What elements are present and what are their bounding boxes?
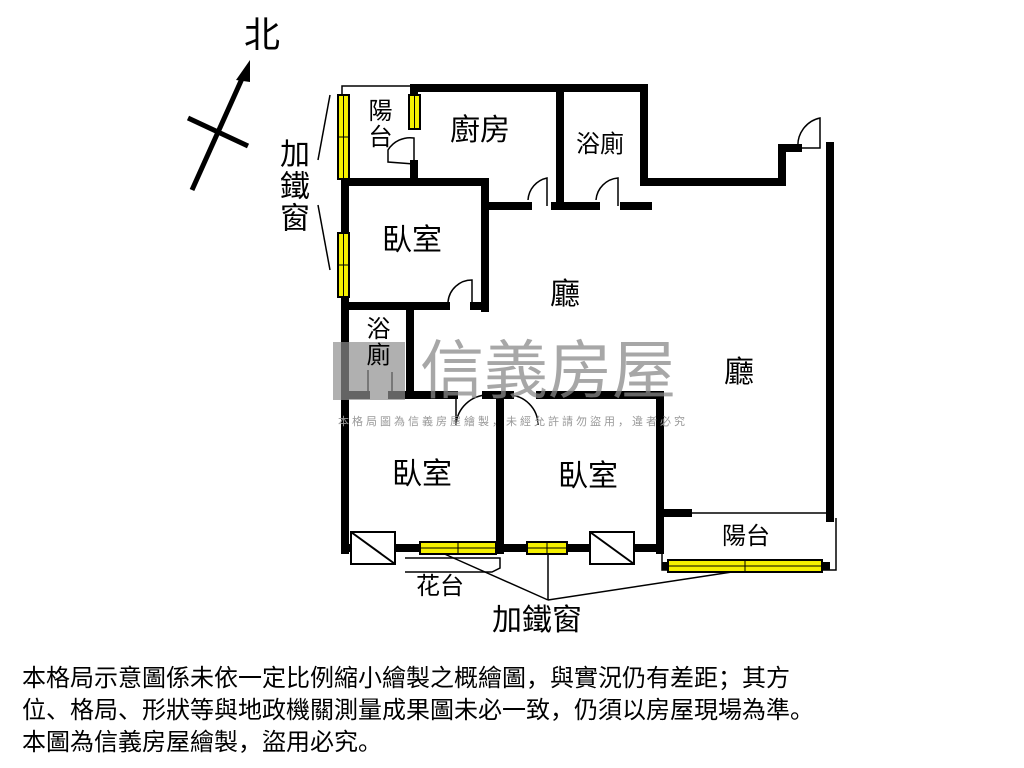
room-bath-top: 浴廁 <box>576 130 624 158</box>
room-kitchen: 廚房 <box>450 113 510 148</box>
ac-units <box>350 531 635 565</box>
north-label: 北 <box>244 15 281 56</box>
watermark-logo <box>333 342 405 400</box>
room-living-upper: 廳 <box>550 277 580 312</box>
disclaimer: 本格局示意圖係未依一定比例縮小繪製之概繪圖，與實況仍有差距；其方 位、格局、形狀… <box>22 662 1012 758</box>
disclaimer-line: 位、格局、形狀等與地政機關測量成果圖未必一致，仍須以房屋現場為準。 <box>22 696 814 724</box>
room-balcony-bottom: 陽台 <box>722 522 770 550</box>
compass-arrow-icon <box>186 60 250 192</box>
room-bedroom-top: 臥室 <box>382 223 442 258</box>
disclaimer-line: 本圖為信義房屋繪製，盜用必究。 <box>22 728 382 756</box>
iron-window-bottom-label: 加鐵窗 <box>492 603 582 638</box>
disclaimer-line: 本格局示意圖係未依一定比例縮小繪製之概繪圖，與實況仍有差距；其方 <box>22 664 790 692</box>
watermark-brand: 信義房屋 <box>420 335 676 409</box>
room-bath-left: 浴廁 <box>362 316 390 368</box>
watermark-notice: 本格局圖為信義房屋繪製，未經允許請勿盜用，違者必究 <box>338 415 688 428</box>
iron-windows <box>337 94 823 573</box>
planter-label: 花台 <box>416 572 464 600</box>
room-balcony-small: 陽台 <box>364 98 392 150</box>
room-bedroom-bottom-right: 臥室 <box>558 459 618 494</box>
walls <box>341 84 834 570</box>
room-bedroom-bottom-left: 臥室 <box>392 457 452 492</box>
iron-window-left-label: 加鐵窗 <box>274 138 309 234</box>
room-living-right: 廳 <box>724 355 754 390</box>
